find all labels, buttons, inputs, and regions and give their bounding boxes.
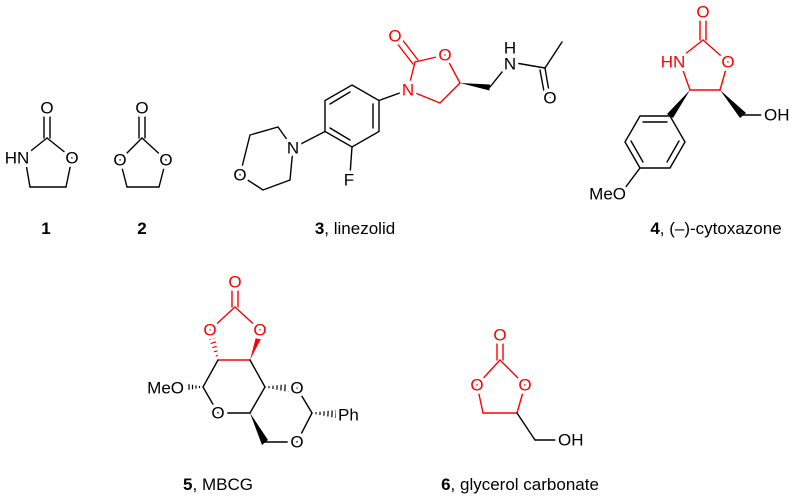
compound-label-1: 1 [41,219,50,238]
atom-label: MeO [147,379,184,398]
hash-stroke [206,332,216,336]
atom-label: OH [558,431,584,450]
atom-label: O [40,99,53,118]
hash-stroke [210,341,217,344]
hashed-bond [268,383,290,393]
hash-stroke [213,350,218,353]
hashed-bond [315,409,337,419]
compound-6-glycerol-carbonate: O O O OH 6, glycerol carbonate [441,322,599,494]
compound-4-cytoxazone: O HN O OH MeO 4, (–)-cytoxazone [586,0,793,238]
atom-label: O [388,27,401,46]
hash-stroke [215,354,219,357]
compound-2-ethylene-carbonate: O O O 2 [110,95,176,238]
atom-label: F [344,171,354,190]
atom-label: O [696,3,709,22]
hashed-bond [181,383,201,391]
atom-label: O [65,149,78,168]
atom-label: N [504,55,516,74]
atom-label: O [233,166,246,185]
atom-label: Ph [338,406,359,425]
hashed-bond [206,332,219,357]
compound-5-mbcg: O O O MeO O O O Ph 5, MBCG [144,269,363,494]
atom-label: O [228,273,241,292]
atom-label: O [493,326,506,345]
atom-label: O [290,433,303,452]
atom-label: O [518,376,531,395]
atom-label: HN [661,53,686,72]
atom-label: O [470,376,483,395]
compound-1-oxazolidinone: O HN O 1 [1,95,82,238]
atom-label: O [543,89,556,108]
atom-label: O [159,151,172,170]
atom-label: O [135,99,148,118]
hash-stroke [208,336,216,340]
hash-stroke [212,345,217,349]
atom-label: H [504,39,516,58]
atom-label: O [203,321,216,340]
atom-label: O [253,321,266,340]
atom-label: O [211,404,224,423]
atom-label: MeO [589,185,626,204]
atom-label: O [721,53,734,72]
compound-label-4: 4, (–)-cytoxazone [650,219,781,238]
compound-3-linezolid: O N F N O O H N O 3, linezolid [230,23,563,238]
compound-label-6: 6, glycerol carbonate [441,475,599,494]
atom-label: N [287,139,299,158]
atom-label: O [113,151,126,170]
compound-label-5: 5, MBCG [183,475,253,494]
atom-label: HN [5,149,30,168]
atom-label: O [438,46,451,65]
compound-label-2: 2 [137,219,146,238]
atom-label: N [402,81,414,100]
atom-label: O [290,379,303,398]
compound-label-3: 3, linezolid [315,219,395,238]
atom-label: OH [764,106,790,125]
